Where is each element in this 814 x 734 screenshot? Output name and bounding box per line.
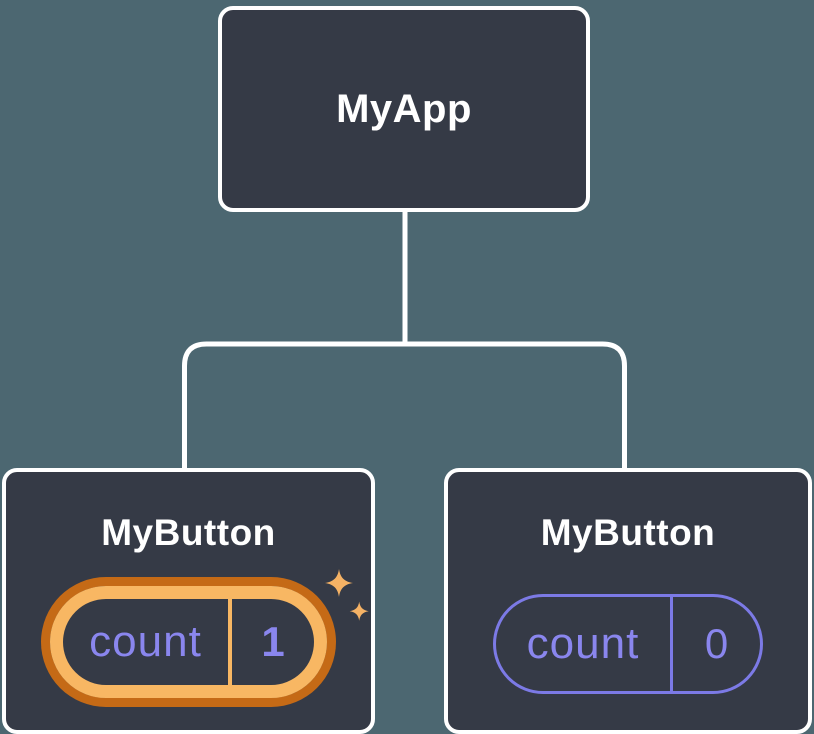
node-mybutton-left: MyButton count 1	[2, 468, 375, 734]
node-label: MyButton	[540, 512, 716, 553]
node-label: MyButton	[101, 512, 276, 553]
node-mybutton-right: MyButton count 0	[444, 468, 812, 734]
pill-divider	[228, 599, 232, 685]
node-myapp: MyApp	[218, 6, 590, 212]
pill-divider	[670, 597, 673, 691]
count-state-pill: count 0	[493, 594, 763, 694]
sparkles-icon	[325, 569, 369, 621]
node-label: MyApp	[336, 87, 472, 131]
sparkle-icon	[325, 569, 353, 597]
connector-bracket	[182, 341, 627, 471]
sparkle-icon	[349, 601, 369, 621]
count-state-pill-highlighted: count 1	[50, 586, 327, 698]
state-name-label: count	[526, 619, 640, 668]
state-name-label: count	[89, 617, 202, 666]
state-value: 1	[261, 618, 285, 665]
state-value: 0	[704, 620, 729, 667]
